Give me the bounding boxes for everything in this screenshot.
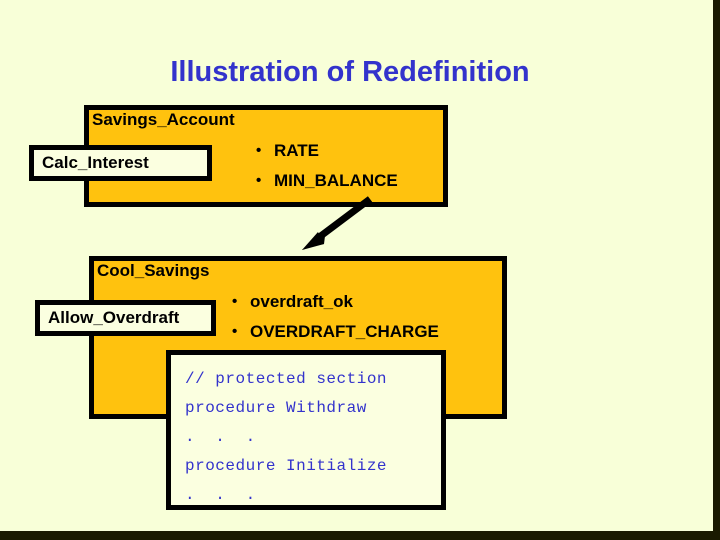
code-line: . . . bbox=[185, 428, 256, 446]
feature-item: MIN_BALANCE bbox=[256, 166, 398, 196]
class-name-cool-savings: Cool_Savings bbox=[97, 261, 210, 280]
feature-list-cool-savings: overdraft_ok OVERDRAFT_CHARGE bbox=[232, 287, 439, 347]
inheritance-arrow bbox=[302, 196, 373, 250]
feature-list-savings-account: RATE MIN_BALANCE bbox=[256, 136, 398, 196]
code-block: // protected section procedure Withdraw … bbox=[166, 350, 446, 510]
slide-frame-bottom-edge bbox=[0, 531, 720, 540]
code-line: procedure Initialize bbox=[185, 457, 388, 475]
code-line: . . . bbox=[185, 486, 256, 504]
feature-item: OVERDRAFT_CHARGE bbox=[232, 317, 439, 347]
operation-box-calc-interest[interactable]: Calc_Interest bbox=[29, 145, 212, 181]
feature-item: overdraft_ok bbox=[232, 287, 439, 317]
code-line: procedure Withdraw bbox=[185, 399, 367, 417]
code-line: // protected section bbox=[185, 370, 388, 388]
slide-frame-right-edge bbox=[713, 0, 720, 540]
page-title: Illustration of Redefinition bbox=[170, 56, 530, 88]
operation-label: Allow_Overdraft bbox=[48, 308, 180, 327]
operation-box-allow-overdraft[interactable]: Allow_Overdraft bbox=[35, 300, 216, 336]
class-name-savings-account: Savings_Account bbox=[92, 110, 235, 129]
feature-item: RATE bbox=[256, 136, 398, 166]
operation-label: Calc_Interest bbox=[42, 153, 149, 172]
